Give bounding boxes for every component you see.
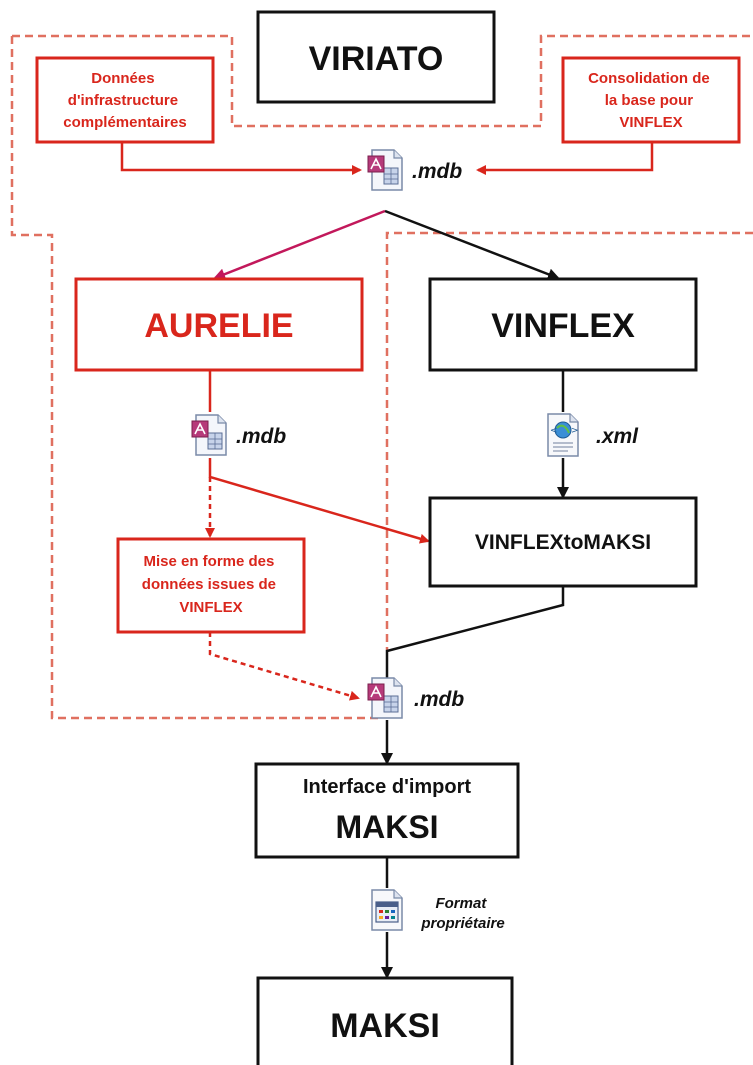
interface-import-box [254, 762, 520, 859]
scope-region-outline [10, 34, 753, 720]
maksi-label: MAKSI [330, 1007, 440, 1045]
xml-vinflex-label: .xml [596, 425, 639, 448]
viriato-label: VIRIATO [309, 40, 444, 78]
access-database-icon [191, 414, 227, 456]
interface-import-maksi-label: MAKSI [335, 809, 438, 845]
mdb-top-label: .mdb [412, 160, 462, 183]
donnees-to-mdb-arrow [120, 142, 362, 175]
mdb-to-aurelie-arrow [213, 209, 386, 280]
mdb-aurelie-label: .mdb [236, 425, 286, 448]
mdb-bottom-label: .mdb [414, 688, 464, 711]
vinflex-box [428, 277, 698, 372]
vinflextomaksi-to-mdb-connector [385, 586, 565, 678]
format-proprietaire-label: Format propriétaire [420, 895, 504, 932]
interface-import-label: Interface d'import [303, 776, 471, 798]
access-database-icon [367, 149, 403, 191]
aurelie-box [74, 277, 364, 372]
donnees-infrastructure-label: Données d'infrastructure complémentaires [63, 70, 186, 131]
viriato-box [256, 10, 496, 104]
svg-text:<: < [550, 426, 558, 436]
vinflextomaksi-label: VINFLEXtoMAKSI [475, 531, 651, 554]
vinflextomaksi-box [428, 496, 698, 588]
maksi-box [256, 976, 514, 1065]
mise-en-forme-to-mdb-arrow [208, 632, 360, 701]
vinflex-label: VINFLEX [491, 307, 635, 345]
mise-en-forme-box [116, 537, 306, 634]
proprietary-format-icon [371, 889, 403, 931]
consolidation-to-mdb-arrow [476, 142, 654, 175]
svg-text:>: > [571, 426, 579, 436]
aurelie-mdb-to-vinflextomaksi-arrow [208, 458, 430, 544]
xml-document-icon: < > [547, 413, 579, 457]
access-database-icon [367, 677, 403, 719]
donnees-infrastructure-box [35, 56, 215, 144]
consolidation-label: Consolidation de la base pour VINFLEX [588, 70, 714, 131]
mdb-to-vinflex-arrow [384, 209, 560, 280]
aurelie-label: AURELIE [144, 307, 293, 345]
mise-en-forme-label: Mise en forme des données issues de VINF… [142, 553, 280, 616]
